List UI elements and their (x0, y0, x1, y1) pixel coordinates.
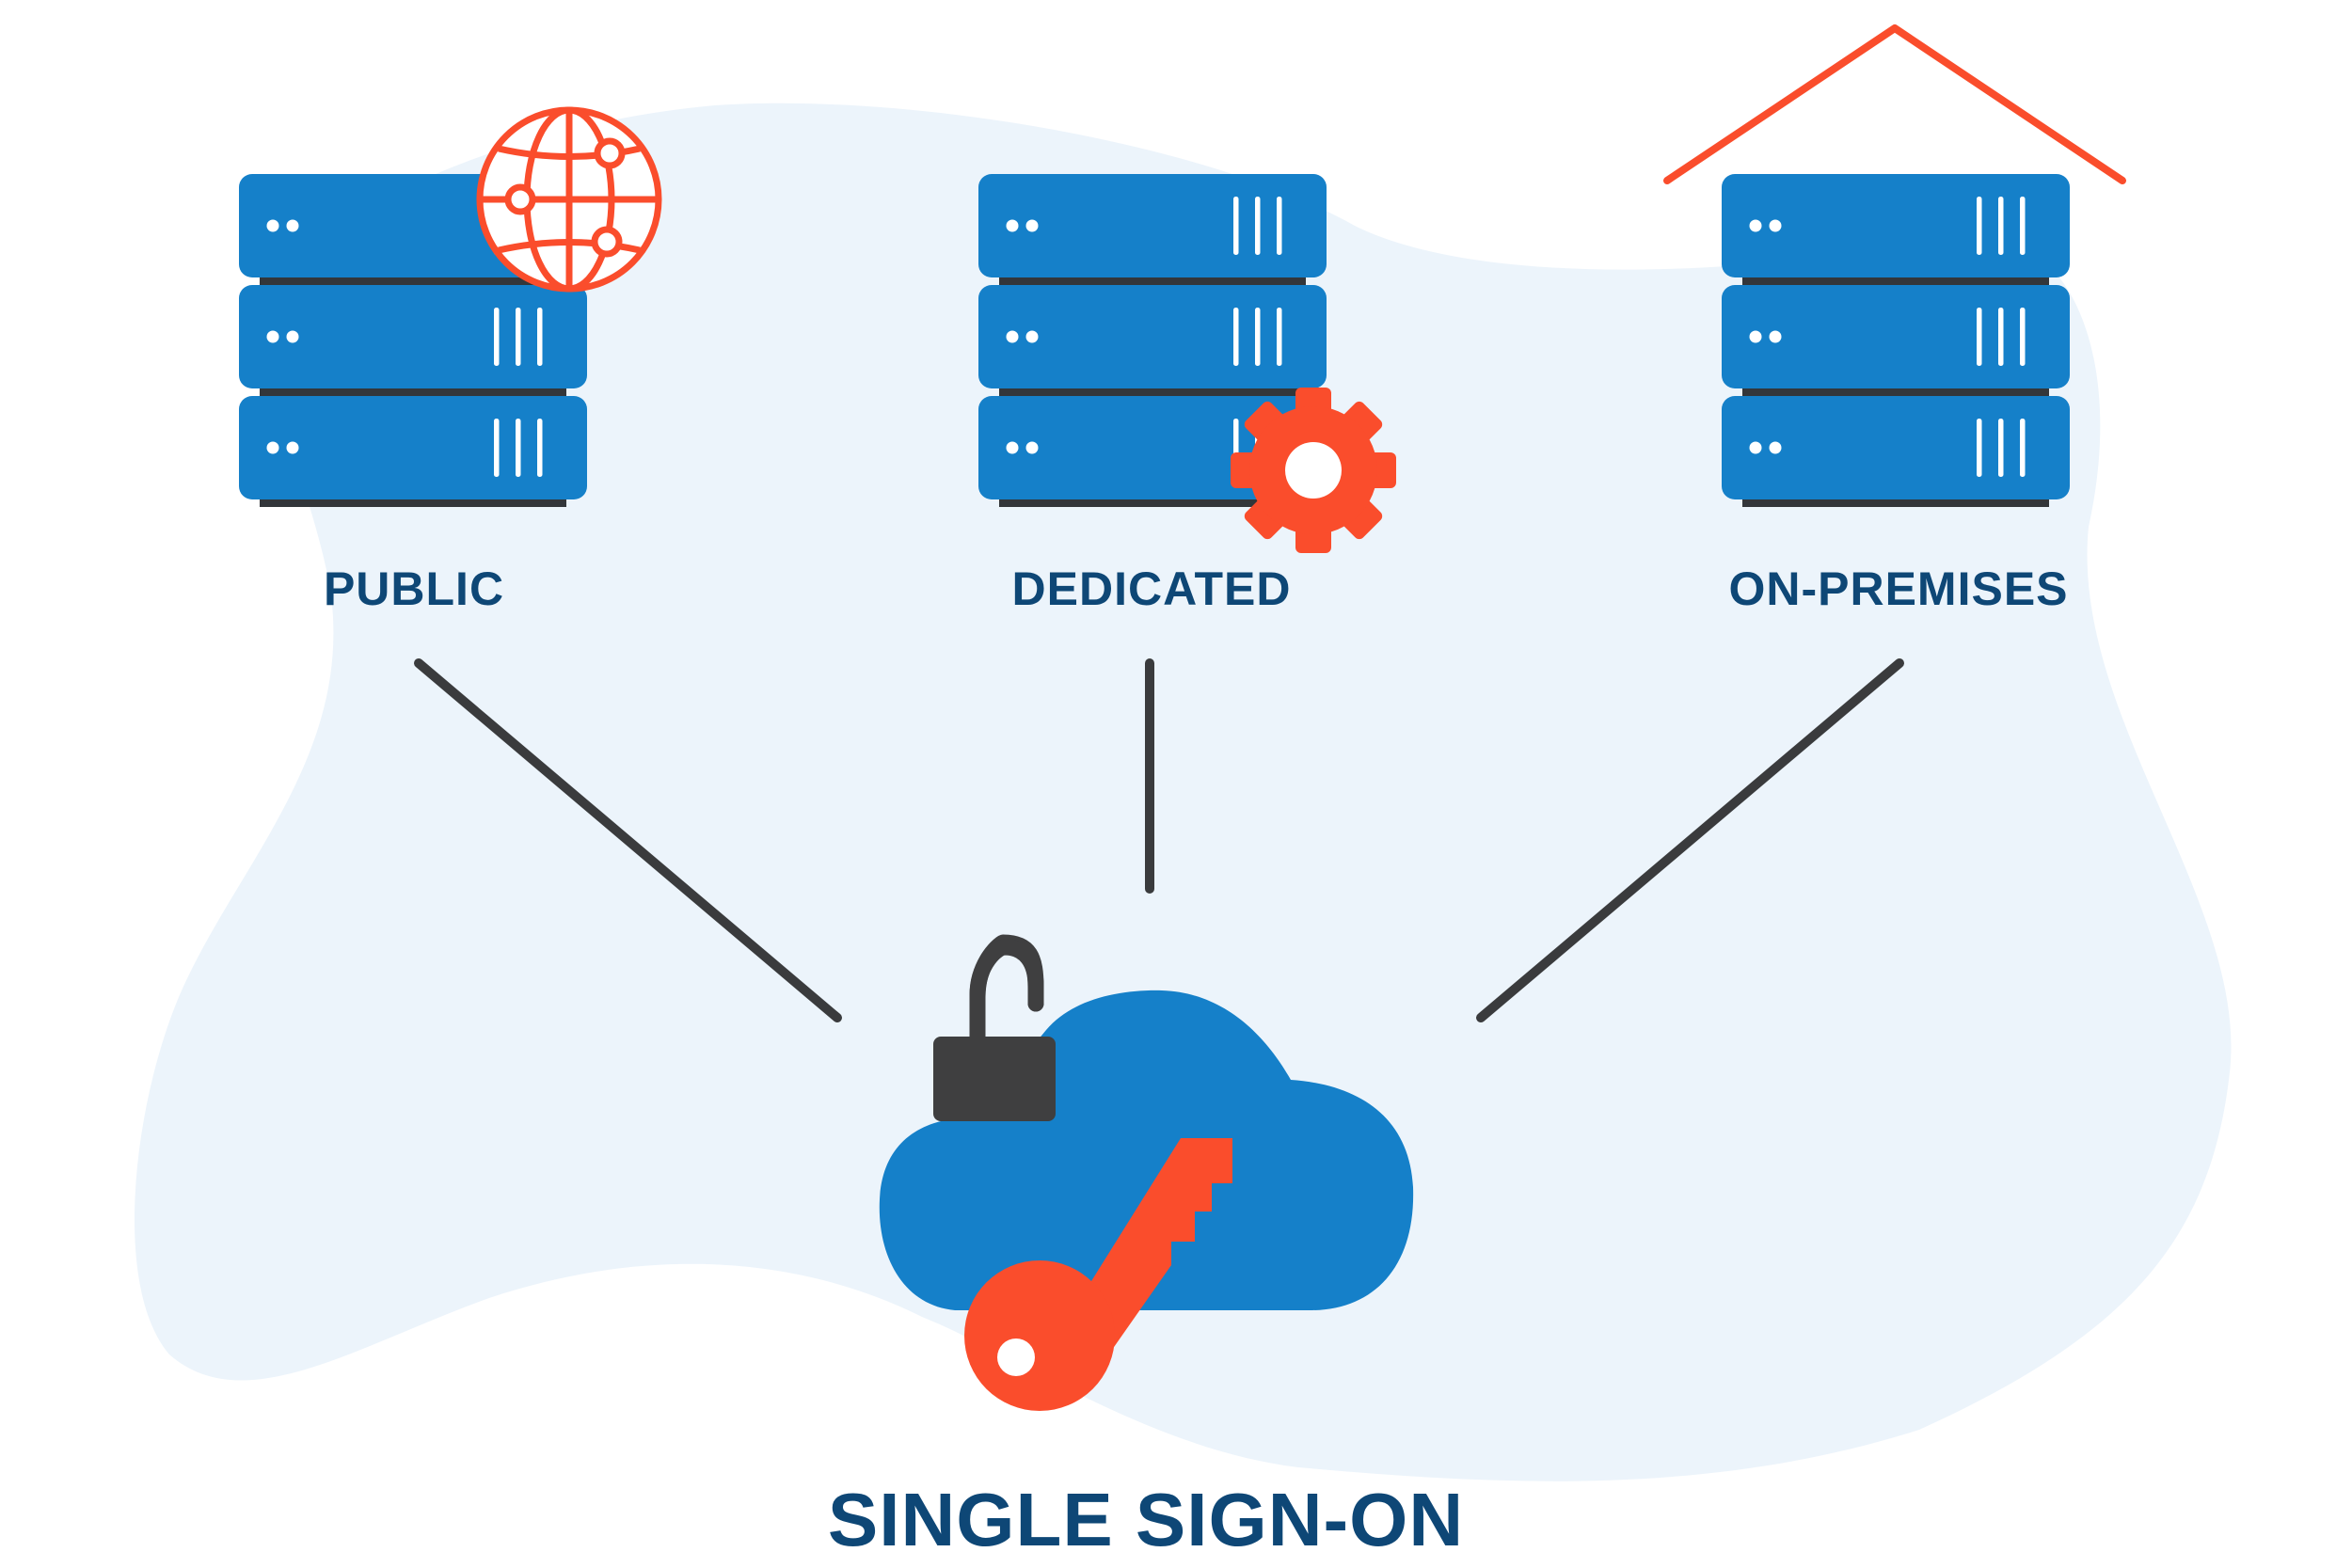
gear-icon (1231, 388, 1396, 553)
label-public: PUBLIC (324, 562, 504, 615)
connector-public (414, 658, 842, 1022)
label-single-sign-on: SINGLE SIGN-ON (828, 1478, 1464, 1561)
connector-lines (414, 658, 1904, 1022)
connector-on-premises (1476, 658, 1904, 1022)
house-roof-icon (1663, 24, 2126, 184)
on-premises-server-stack (1722, 174, 2070, 507)
label-dedicated: DEDICATED (1012, 562, 1292, 615)
background-blob (134, 103, 2232, 1481)
globe-network-icon (476, 106, 662, 293)
open-padlock-icon (933, 934, 1056, 1121)
key-icon (964, 1138, 1232, 1411)
label-on-premises: ON-PREMISES (1728, 562, 2068, 615)
